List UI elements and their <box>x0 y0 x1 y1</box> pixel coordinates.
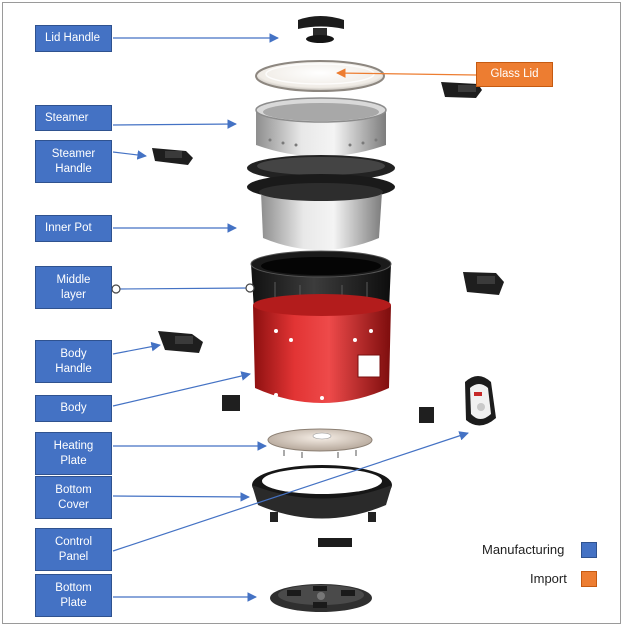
arrow-steamer-handle <box>112 150 147 160</box>
arrow-body-handle <box>112 341 161 355</box>
bottom-cover-part <box>252 465 392 522</box>
arrow-bottom-cover <box>112 492 250 502</box>
label-bottom-cover: Bottom Cover <box>35 476 112 519</box>
lid-handle-part <box>298 16 344 43</box>
legend-manufacturing-swatch <box>581 542 597 558</box>
label-lid-handle: Lid Handle <box>35 25 112 52</box>
arrow-middle-layer-start <box>111 284 121 294</box>
bottom-plate-part <box>270 584 372 612</box>
arrow-middle-layer <box>117 287 250 290</box>
arrow-middle-layer-end <box>245 283 255 293</box>
body-handle-right-part <box>463 272 504 295</box>
body-small-clip-right <box>419 407 434 423</box>
control-panel-part <box>465 376 496 426</box>
inner-pot-part <box>247 155 395 250</box>
label-inner-pot: Inner Pot <box>35 215 112 242</box>
label-body: Body <box>35 395 112 422</box>
label-body-handle: Body Handle <box>35 340 112 383</box>
legend-import-text: Import <box>530 571 567 586</box>
label-steamer-handle: Steamer Handle <box>35 140 112 183</box>
label-control-panel: Control Panel <box>35 528 112 571</box>
connector-arrows <box>111 33 477 602</box>
arrow-control-panel <box>112 431 469 552</box>
label-steamer: Steamer <box>35 105 112 131</box>
body-small-clip-left <box>222 395 240 411</box>
label-heating-plate: Heating Plate <box>35 432 112 475</box>
arrow-steamer <box>112 119 237 129</box>
arrow-glass-lid <box>336 68 477 78</box>
body-part <box>253 294 391 403</box>
steamer-handle-part <box>152 148 193 165</box>
label-bottom-plate: Bottom Plate <box>35 574 112 617</box>
heating-plate-part <box>267 428 373 458</box>
arrow-body <box>112 371 251 407</box>
glass-lid-part <box>255 60 385 92</box>
bottom-cover-clip <box>318 538 352 547</box>
label-glass-lid: Glass Lid <box>476 62 553 87</box>
label-middle-layer: Middle layer <box>35 266 112 309</box>
body-handle-left-part <box>158 331 203 353</box>
legend-manufacturing-text: Manufacturing <box>482 542 565 557</box>
legend-import-swatch <box>581 571 597 587</box>
spare-handle-top-right <box>441 82 482 98</box>
steamer-part <box>255 97 387 157</box>
